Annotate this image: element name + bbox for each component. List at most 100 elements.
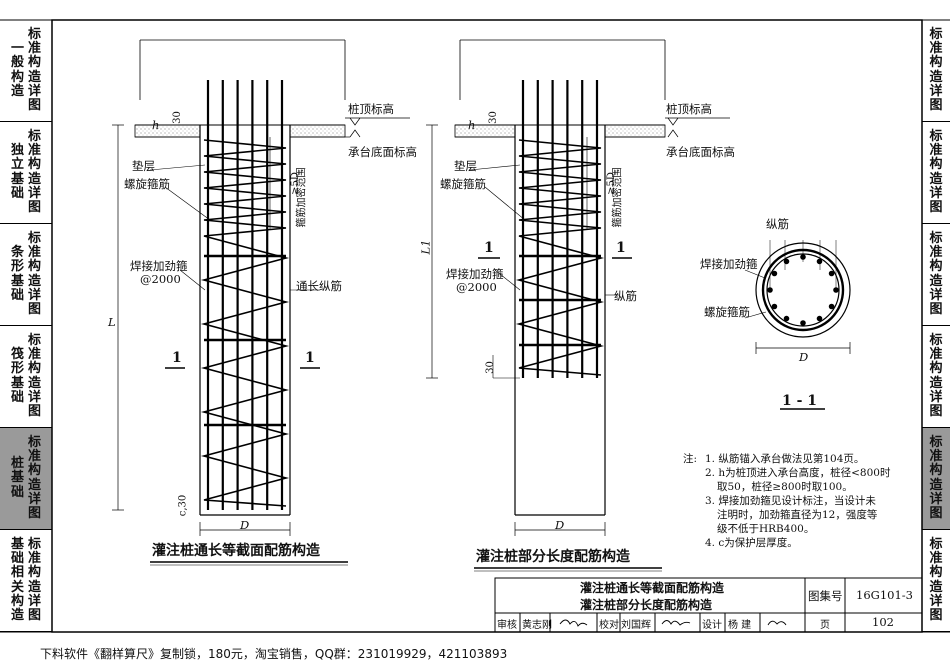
section-bar-dot [771,270,778,277]
tb-atlas-no: 16G101-3 [856,588,913,602]
note-line: 注明时，加劲箍直径为12，强度等 [717,509,878,521]
mid-cap-bottom-label: 承台底面标高 [666,145,735,159]
left-dim-D: D [240,518,250,532]
left-dim-c30: c,30 [177,494,189,517]
mid-dim-30-bottom: 30 [484,361,496,374]
right-tab-1[interactable]: 标准构造详图 [922,20,950,122]
right-tab-6[interactable]: 标准构造详图 [922,530,950,632]
left-spiral-label: 螺旋箍筋 [124,177,170,191]
section-bar-dot [800,320,806,326]
section-bar-dot [816,258,823,265]
notes-list: 1. 纵筋锚入承台做法见第104页。2. h为桩顶进入承台高度，桩径<800时取… [705,452,915,550]
note-line: 级不低于HRB400。 [717,523,815,535]
tab-label-text: 标准构造详图 [929,129,943,215]
mid-h-label: h [468,118,476,132]
left-tab-1[interactable]: 一般构造标准构造详图 [0,20,52,122]
mid-cushion-label: 垫层 [454,159,477,173]
mid-section-mark-2: 1 [616,240,626,256]
tab-section-text: 筏形基础 [10,347,24,405]
spiral-stirrup [200,139,290,507]
section-1-1-drawing [744,240,851,410]
left-h-label: h [152,118,160,132]
section-bar-dot [783,258,790,265]
tab-section-text: 基础相关构造 [10,537,24,623]
note-line: 4. c为保护层厚度。 [705,537,798,549]
mid-long-bar-label: 纵筋 [614,289,637,303]
tab-section-text: 独立基础 [10,143,24,201]
left-dim-L: L [108,315,116,329]
left-tab-6[interactable]: 基础相关构造标准构造详图 [0,530,52,632]
left-tab-4[interactable]: 筏形基础标准构造详图 [0,326,52,428]
mid-ring-spacing: @2000 [456,280,497,294]
left-tab-5[interactable]: 桩基础标准构造详图 [0,428,52,530]
tab-label-text: 标准构造详图 [929,27,943,113]
mid-section-mark-1: 1 [484,240,494,256]
note-line: 2. h为桩顶进入承台高度，桩径<800时 [705,467,891,479]
title-block [494,577,923,633]
left-dense-zone-label: 箍筋加密范围 [296,167,308,228]
left-ring-label: 焊接加劲箍 [130,259,188,273]
tab-section-text: 条形基础 [10,245,24,303]
tab-section-text: 一般构造 [10,41,24,99]
mid-spiral-label: 螺旋箍筋 [440,177,486,191]
section-bar-dot [816,315,823,322]
tb-check-name: 刘国辉 [621,620,651,631]
note-line: 取50，桩径≥800时取100。 [717,481,853,493]
left-cap-bottom-label: 承台底面标高 [348,145,417,159]
left-cushion-label: 垫层 [132,159,155,173]
section-title: 1 - 1 [782,393,818,409]
tab-label-text: 标准构造详图 [929,333,943,419]
tb-atlas-label: 图集号 [808,589,843,603]
middle-pile-drawing [426,39,730,536]
left-ring-spacing: @2000 [140,272,181,286]
tab-label-text: 标准构造详图 [28,27,42,113]
tb-page-no: 102 [872,615,894,629]
tab-label-text: 标准构造详图 [929,231,943,317]
left-dim-30-top: 30 [171,111,183,124]
section-spiral-label: 螺旋箍筋 [704,305,750,319]
tab-label-text: 标准构造详图 [929,537,943,623]
left-pile-top-label: 桩顶标高 [348,102,394,116]
left-section-mark-2: 1 [305,350,315,366]
right-tab-2[interactable]: 标准构造详图 [922,122,950,224]
tab-label-text: 标准构造详图 [28,231,42,317]
note-line: 3. 焊接加劲箍见设计标注，当设计未 [705,495,876,507]
right-tab-3[interactable]: 标准构造详图 [922,224,950,326]
mid-drawing-title: 灌注桩部分长度配筋构造 [476,549,630,565]
tb-review-label: 审核 [497,620,517,631]
tb-check-label: 校对 [599,620,619,631]
spiral-stirrup [515,139,605,376]
mid-dim-D: D [555,518,565,532]
tab-section-text: 桩基础 [10,456,24,500]
tab-label-text: 标准构造详图 [28,537,42,623]
tb-title-line2: 灌注桩部分长度配筋构造 [580,598,713,612]
mid-dense-zone-label: 箍筋加密范围 [612,167,624,228]
left-pile-drawing [112,39,410,536]
section-dim-D: D [799,350,809,364]
left-tab-2[interactable]: 独立基础标准构造详图 [0,122,52,224]
footer-text: 下料软件《翻样算尺》复制锁，180元，淘宝销售，QQ群：231019929，42… [40,647,508,661]
mid-pile-top-label: 桩顶标高 [666,102,712,116]
mid-dim-30-top: 30 [487,111,499,124]
section-bar-dot [771,303,778,310]
section-ring-label: 焊接加劲箍 [700,257,758,271]
tab-label-text: 标准构造详图 [28,129,42,215]
section-bar-dot [828,303,835,310]
tb-title-line1: 灌注桩通长等截面配筋构造 [580,581,725,595]
mid-ring-label: 焊接加劲箍 [446,267,504,281]
tb-design-name: 杨 建 [728,620,752,631]
notes-prefix: 注: [683,453,698,465]
section-bar-dot [783,315,790,322]
section-bar-dot [828,270,835,277]
tb-design-label: 设计 [702,620,722,631]
right-tab-4[interactable]: 标准构造详图 [922,326,950,428]
left-drawing-title: 灌注桩通长等截面配筋构造 [152,543,320,559]
left-tab-3[interactable]: 条形基础标准构造详图 [0,224,52,326]
tab-label-text: 标准构造详图 [929,435,943,521]
section-long-bar-label: 纵筋 [766,217,789,231]
tab-label-text: 标准构造详图 [28,435,42,521]
mid-dim-L1: L1 [418,239,433,255]
right-tab-5[interactable]: 标准构造详图 [922,428,950,530]
